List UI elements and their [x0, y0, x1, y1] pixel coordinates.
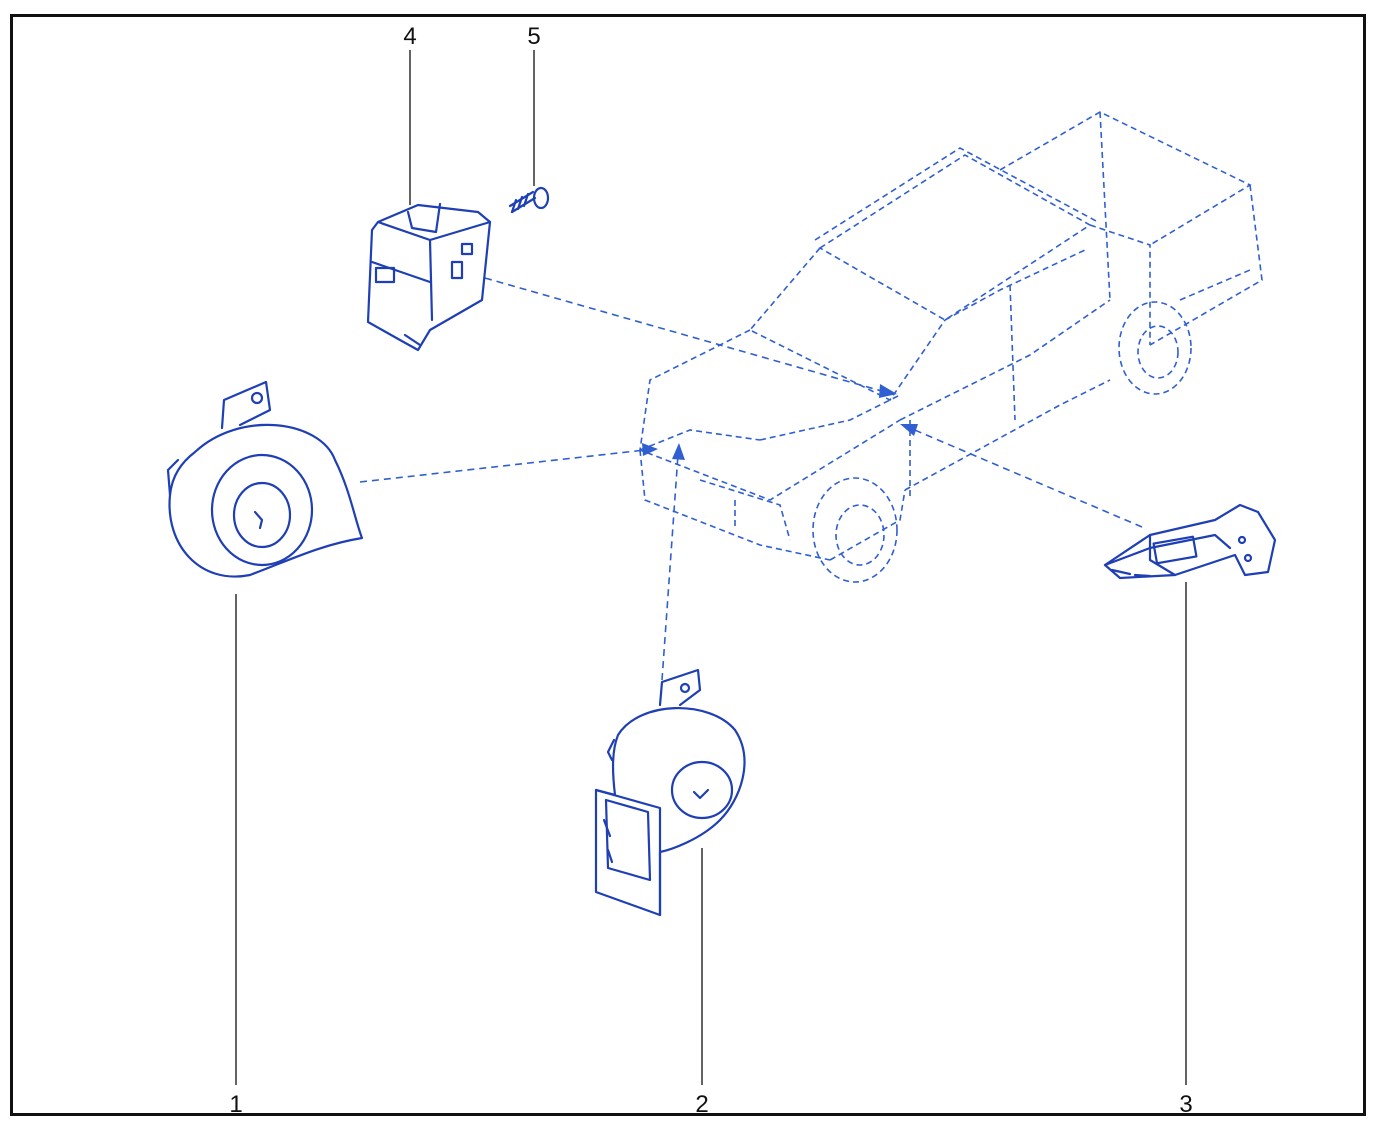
callout-3: 3 [1179, 1091, 1192, 1118]
arrowhead-icon [879, 384, 897, 398]
vehicle-outline [639, 111, 1263, 583]
guide-part-1 [359, 449, 646, 483]
horn-part-1 [166, 380, 364, 578]
arrowhead-icon [900, 424, 918, 436]
callout-5: 5 [527, 23, 540, 50]
guide-part-2 [661, 454, 679, 681]
control-module-part-4 [366, 202, 492, 352]
callout-2: 2 [695, 1091, 708, 1118]
guide-part-3 [909, 427, 1143, 528]
assembly-guides [359, 277, 1143, 681]
callout-4: 4 [403, 23, 416, 50]
callout-leaders [235, 50, 1187, 1085]
arrowhead-icon [672, 443, 685, 460]
callout-1: 1 [229, 1091, 242, 1118]
sensor-part-3 [1103, 503, 1277, 580]
callout-labels: 1 2 3 4 5 [229, 23, 1192, 1118]
horn-part-2 [594, 668, 746, 917]
screw-part-5 [508, 186, 550, 214]
guide-part-4 [484, 277, 886, 393]
arrowhead-icon [642, 443, 658, 456]
